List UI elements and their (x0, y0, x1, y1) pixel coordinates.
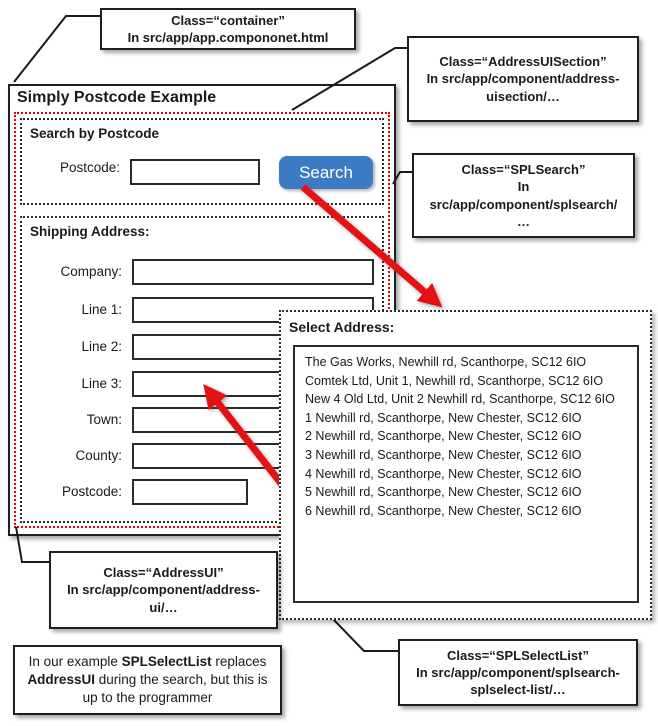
programmer-note-text: In our example SPLSelectList replaces Ad… (25, 653, 270, 706)
callout-container-class: Class=“container” In src/app/app.compono… (100, 8, 356, 50)
callout-line: … (517, 213, 530, 229)
address-option[interactable]: The Gas Works, Newhill rd, Scanthorpe, S… (305, 355, 587, 369)
note-post: during the search, but this is up to the… (82, 672, 268, 705)
callout-line: ui/… (149, 599, 178, 615)
programmer-note-box: In our example SPLSelectList replaces Ad… (13, 645, 282, 715)
postcode-search-row: Postcode: Search (22, 156, 382, 189)
line3-label: Line 3: (81, 376, 122, 391)
search-section-heading: Search by Postcode (30, 126, 160, 141)
callout-splsearch-class: Class=“SPLSearch” In src/app/component/s… (412, 153, 635, 238)
search-button[interactable]: Search (279, 156, 373, 189)
note-mid: replaces (211, 654, 267, 670)
shipping-section-heading: Shipping Address: (30, 224, 150, 239)
address-option[interactable]: 5 Newhill rd, Scanthorpe, New Chester, S… (305, 485, 582, 500)
select-address-heading: Select Address: (289, 319, 395, 335)
callout-line: Class=“container” (171, 12, 285, 28)
select-address-popup: Select Address: The Gas Works, Newhill r… (279, 310, 652, 620)
callout-line: Class=“AddressUISection” (439, 54, 607, 70)
address-option[interactable]: Comtek Ltd, Unit 1, Newhill rd, Scanthor… (305, 373, 604, 388)
shipping-postcode-input[interactable] (132, 479, 248, 505)
postcode-search-input[interactable] (130, 159, 260, 185)
callout-line: Class=“SPLSearch” (461, 162, 586, 178)
address-option[interactable]: New 4 Old Ltd, Unit 2 Newhill rd, Scanth… (305, 392, 615, 407)
callout-line: Class=“AddressUI” (103, 565, 224, 581)
connector-selectlist-callout (332, 618, 398, 652)
address-option[interactable]: 4 Newhill rd, Scanthorpe, New Chester, S… (305, 466, 582, 481)
address-list: The Gas Works, Newhill rd, Scanthorpe, S… (293, 345, 639, 603)
simply-postcode-window: Simply Postcode Example Search by Postco… (8, 84, 396, 536)
line2-label: Line 2: (81, 339, 122, 354)
county-label: County: (75, 448, 122, 463)
callout-addressuisection-class: Class=“AddressUISection” In src/app/comp… (407, 36, 639, 122)
address-option[interactable]: 3 Newhill rd, Scanthorpe, New Chester, S… (305, 447, 582, 462)
callout-line: In src/app/component/splsearch- (416, 664, 620, 680)
window-title: Simply Postcode Example (17, 89, 217, 106)
town-label: Town: (86, 412, 122, 427)
shipping-postcode-label: Postcode: (61, 484, 122, 499)
callout-line: src/app/component/splsearch/ (429, 196, 618, 212)
connector-container-callout (13, 15, 100, 83)
search-by-postcode-section: Search by Postcode Postcode: Search (20, 118, 384, 205)
address-option[interactable]: 2 Newhill rd, Scanthorpe, New Chester, S… (305, 429, 582, 444)
address-option[interactable]: 6 Newhill rd, Scanthorpe, New Chester, S… (305, 503, 582, 518)
note-pre: In our example (28, 654, 122, 670)
callout-line: splselect-list/… (470, 682, 566, 698)
line1-label: Line 1: (81, 302, 122, 317)
postcode-label: Postcode: (59, 160, 120, 175)
callout-line: In (517, 179, 530, 195)
callout-line: Class=“SPLSelectList” (447, 647, 589, 663)
field-row-company: Company: (22, 259, 382, 285)
callout-line: uisection/… (486, 88, 560, 104)
note-bold-addressui: AddressUI (27, 672, 95, 688)
company-input[interactable] (132, 259, 374, 285)
note-bold-splselectlist: SPLSelectList (121, 654, 212, 670)
callout-addressui-class: Class=“AddressUI” In src/app/component/a… (49, 551, 278, 629)
callout-line: In src/app/component/address- (426, 71, 620, 87)
callout-line: In src/app/component/address- (67, 582, 260, 598)
callout-splselectlist-class: Class=“SPLSelectList” In src/app/compone… (398, 639, 638, 706)
company-label: Company: (60, 264, 122, 279)
address-option[interactable]: 1 Newhill rd, Scanthorpe, New Chester, S… (305, 410, 582, 425)
callout-line: In src/app/app.compononet.html (127, 30, 329, 45)
